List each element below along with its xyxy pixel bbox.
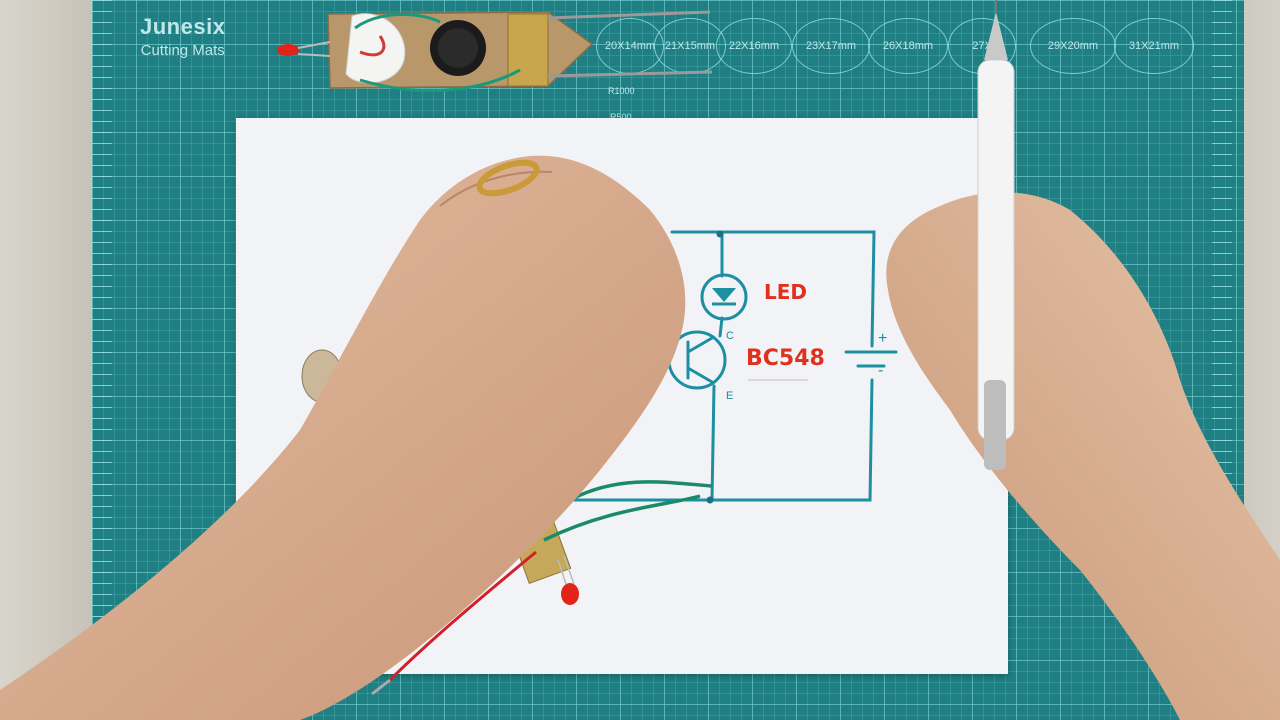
led-label: LED: [764, 280, 808, 304]
red-led: [561, 583, 579, 605]
left-hand: [0, 155, 686, 720]
junction-dot: [716, 230, 724, 238]
collector-mark: C: [726, 330, 734, 342]
emitter-mark: E: [726, 390, 734, 402]
transistor-label: BC548: [746, 346, 825, 371]
gold-ring: [476, 159, 540, 197]
brand-name: Junesix: [140, 14, 226, 39]
size-mark: 31X21mm: [1114, 18, 1194, 74]
radius-mark: R500: [610, 112, 632, 122]
mat-brand: Junesix Cutting Mats: [140, 14, 225, 59]
right-hand: [886, 192, 1280, 720]
battery-plus-mark: +: [878, 330, 888, 347]
battery-minus-mark: -: [878, 362, 884, 379]
pencil-icon: [977, 0, 1015, 470]
brand-subtitle: Cutting Mats: [140, 42, 225, 59]
radius-mark: R1000: [608, 86, 635, 96]
size-mark: 26X18mm: [868, 18, 948, 74]
led-symbol: [712, 288, 736, 302]
mat-ruler-left: [92, 0, 112, 720]
size-mark: 22X16mm: [716, 18, 792, 74]
junction-dot: [706, 496, 714, 504]
